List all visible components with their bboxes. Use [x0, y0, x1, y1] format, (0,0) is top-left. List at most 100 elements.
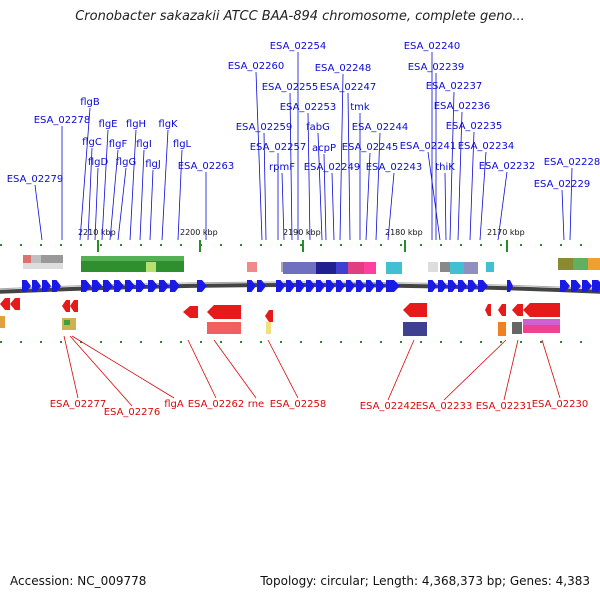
feature-box[interactable]: [403, 322, 427, 336]
feature-box[interactable]: [573, 258, 588, 270]
gene-label-bottom[interactable]: ESA_02277: [50, 399, 107, 410]
gene-label-top[interactable]: ESA_02245: [342, 142, 399, 153]
reverse-gene-arrow[interactable]: [207, 305, 241, 319]
gene-label-top[interactable]: ESA_02244: [352, 122, 409, 133]
forward-gene-arrow[interactable]: [326, 280, 335, 292]
feature-box[interactable]: [588, 258, 600, 270]
gene-label-bottom[interactable]: ESA_02242: [360, 401, 417, 412]
feature-box[interactable]: [364, 262, 376, 274]
feature-box[interactable]: [207, 322, 241, 334]
feature-box[interactable]: [512, 322, 522, 334]
feature-box[interactable]: [0, 316, 5, 328]
gene-label-top[interactable]: flgF: [109, 139, 128, 150]
forward-gene-arrow[interactable]: [257, 280, 266, 292]
forward-gene-arrow[interactable]: [582, 280, 592, 292]
forward-gene-arrow[interactable]: [22, 280, 31, 292]
forward-gene-arrow[interactable]: [366, 280, 375, 292]
gene-label-top[interactable]: flgG: [116, 157, 136, 168]
forward-gene-arrow[interactable]: [286, 280, 295, 292]
gene-label-bottom[interactable]: ESA_02262: [188, 399, 245, 410]
gene-label-bottom[interactable]: ESA_02233: [416, 401, 473, 412]
forward-gene-arrow[interactable]: [125, 280, 135, 292]
reverse-gene-arrow[interactable]: [265, 310, 273, 322]
gene-label-top[interactable]: ESA_02249: [304, 162, 361, 173]
feature-box[interactable]: [386, 262, 402, 274]
gene-label-top[interactable]: thiK: [435, 162, 455, 173]
gene-label-top[interactable]: ESA_02232: [479, 161, 536, 172]
feature-box[interactable]: [486, 262, 494, 272]
gene-label-top[interactable]: ESA_02253: [280, 102, 337, 113]
feature-box[interactable]: [247, 262, 257, 272]
feature-box[interactable]: [498, 322, 506, 336]
forward-gene-arrow[interactable]: [356, 280, 365, 292]
feature-box[interactable]: [523, 319, 560, 325]
forward-gene-arrow[interactable]: [346, 280, 355, 292]
feature-box[interactable]: [440, 262, 450, 272]
feature-box[interactable]: [450, 262, 464, 274]
gene-label-top[interactable]: flgJ: [145, 159, 161, 170]
forward-gene-arrow[interactable]: [276, 280, 285, 292]
forward-gene-arrow[interactable]: [170, 280, 180, 292]
gene-label-top[interactable]: ESA_02278: [34, 115, 91, 126]
gene-label-top[interactable]: ESA_02237: [426, 81, 483, 92]
gene-label-top[interactable]: fabG: [306, 122, 330, 133]
forward-gene-arrow[interactable]: [296, 280, 305, 292]
gene-label-top[interactable]: acpP: [312, 143, 336, 154]
forward-gene-arrow[interactable]: [336, 280, 345, 292]
forward-gene-arrow[interactable]: [507, 280, 513, 292]
reverse-gene-arrow[interactable]: [498, 304, 506, 316]
gene-label-top[interactable]: ESA_02228: [544, 157, 600, 168]
gene-label-top[interactable]: ESA_02240: [404, 41, 461, 52]
forward-gene-arrow[interactable]: [92, 280, 102, 292]
forward-gene-arrow[interactable]: [81, 280, 91, 292]
reverse-gene-arrow[interactable]: [523, 303, 560, 317]
gene-label-top[interactable]: ESA_02260: [228, 61, 285, 72]
feature-box[interactable]: [81, 256, 184, 261]
feature-box[interactable]: [428, 262, 438, 272]
feature-box[interactable]: [558, 258, 573, 270]
gene-label-top[interactable]: ESA_02263: [178, 161, 235, 172]
gene-label-top[interactable]: ESA_02257: [250, 142, 307, 153]
feature-box[interactable]: [31, 255, 41, 267]
feature-box[interactable]: [266, 322, 271, 334]
reverse-gene-arrow[interactable]: [183, 306, 198, 318]
reverse-gene-arrow[interactable]: [10, 298, 20, 310]
reverse-gene-arrow[interactable]: [512, 304, 523, 316]
gene-label-bottom[interactable]: ESA_02258: [270, 399, 327, 410]
forward-gene-arrow[interactable]: [114, 280, 124, 292]
gene-label-top[interactable]: ESA_02234: [458, 141, 515, 152]
forward-gene-arrow[interactable]: [42, 280, 51, 292]
forward-gene-arrow[interactable]: [306, 280, 315, 292]
forward-gene-arrow[interactable]: [103, 280, 113, 292]
gene-label-top[interactable]: ESA_02241: [400, 141, 457, 152]
feature-box[interactable]: [464, 262, 478, 274]
forward-gene-arrow[interactable]: [592, 280, 600, 292]
gene-label-top[interactable]: flgH: [126, 119, 146, 130]
gene-label-top[interactable]: flgD: [88, 157, 109, 168]
forward-gene-arrow[interactable]: [386, 280, 400, 292]
gene-label-top[interactable]: ESA_02236: [434, 101, 491, 112]
forward-gene-arrow[interactable]: [159, 280, 169, 292]
reverse-gene-arrow[interactable]: [70, 300, 78, 312]
forward-gene-arrow[interactable]: [468, 280, 477, 292]
forward-gene-arrow[interactable]: [438, 280, 447, 292]
feature-box[interactable]: [336, 262, 348, 274]
gene-label-top[interactable]: tmk: [350, 102, 370, 113]
gene-label-top[interactable]: flgB: [80, 97, 100, 108]
forward-gene-arrow[interactable]: [197, 280, 207, 292]
gene-label-bottom[interactable]: flgA: [164, 399, 184, 410]
gene-label-bottom[interactable]: rne: [248, 399, 264, 410]
gene-label-top[interactable]: ESA_02254: [270, 41, 327, 52]
gene-label-top[interactable]: ESA_02255: [262, 82, 319, 93]
forward-gene-arrow[interactable]: [560, 280, 570, 292]
forward-gene-arrow[interactable]: [571, 280, 581, 292]
reverse-gene-arrow[interactable]: [485, 304, 491, 316]
gene-label-bottom[interactable]: ESA_02230: [532, 399, 589, 410]
gene-label-top[interactable]: flgE: [99, 119, 118, 130]
forward-gene-arrow[interactable]: [148, 280, 158, 292]
feature-box[interactable]: [348, 262, 364, 274]
gene-label-top[interactable]: flgK: [158, 119, 178, 130]
feature-box[interactable]: [316, 262, 336, 274]
feature-box[interactable]: [146, 262, 156, 272]
